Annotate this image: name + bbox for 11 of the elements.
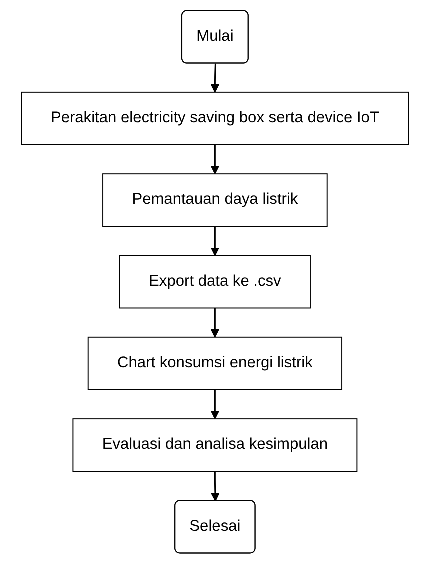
arrow: [211, 390, 220, 420]
arrow: [211, 144, 220, 174]
node-box: Pemantauan daya listrik: [102, 174, 328, 228]
arrow: [211, 226, 220, 256]
arrow: [211, 64, 220, 93]
node-box: Evaluasi dan analisa kesimpulan: [73, 418, 358, 472]
node-box: Perakitan electricity saving box serta device IoT: [22, 92, 410, 146]
node-box: Chart konsumsi energi listrik: [88, 336, 343, 390]
node-box: Export data ke .csv: [120, 255, 312, 309]
arrow: [211, 308, 220, 338]
arrow: [211, 472, 220, 502]
